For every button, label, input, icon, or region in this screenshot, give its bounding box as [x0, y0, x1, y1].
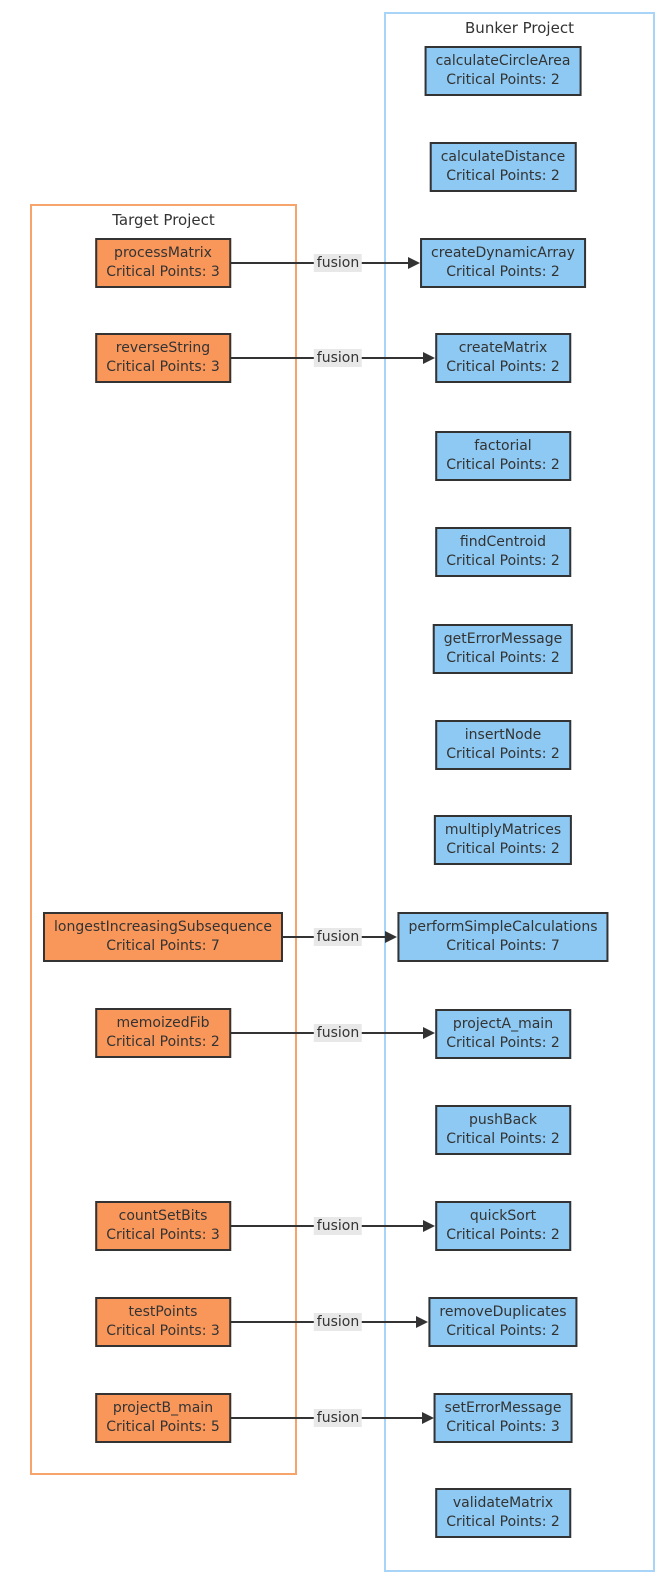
node-critical-points: Critical Points: 2 [446, 72, 560, 88]
fusion-edge-label: fusion [313, 1409, 363, 1427]
node-critical-points: Critical Points: 2 [446, 1131, 560, 1147]
node-label: removeDuplicates [439, 1304, 567, 1320]
node-critical-points: Critical Points: 2 [446, 1514, 560, 1530]
bunker-project-container: Bunker Project [384, 12, 655, 1572]
node-label: pushBack [469, 1112, 537, 1128]
node-label: performSimpleCalculations [408, 919, 598, 935]
node-critical-points: Critical Points: 2 [446, 746, 560, 762]
fusion-edge-label: fusion [313, 928, 363, 946]
node-label: longestIncreasingSubsequence [53, 919, 273, 935]
node-label: findCentroid [459, 534, 547, 550]
arrowhead-icon [423, 1219, 436, 1232]
node-label: multiplyMatrices [444, 822, 562, 838]
node-label: validateMatrix [452, 1495, 554, 1511]
node-critical-points: Critical Points: 2 [106, 1034, 220, 1050]
fusion-edge-label: fusion [313, 349, 363, 367]
node-label: createMatrix [458, 340, 548, 356]
target-project-title: Target Project [112, 211, 215, 229]
node-critical-points: Critical Points: 2 [446, 553, 560, 569]
node-critical-points: Critical Points: 2 [446, 1035, 560, 1051]
node-label: projectA_main [452, 1016, 554, 1032]
node-label: countSetBits [118, 1208, 208, 1224]
arrowhead-icon [423, 351, 436, 364]
node-label: processMatrix [114, 245, 212, 261]
node-label: setErrorMessage [444, 1400, 562, 1416]
arrowhead-icon [423, 1026, 436, 1039]
node-label: memoizedFib [116, 1015, 210, 1031]
node-label: quickSort [469, 1208, 537, 1224]
node-label: reverseString [115, 340, 211, 356]
target-project-container: Target Project [30, 204, 297, 1475]
fusion-edge-label: fusion [313, 254, 363, 272]
arrowhead-icon [421, 1411, 434, 1424]
node-critical-points: Critical Points: 3 [106, 359, 220, 375]
node-critical-points: Critical Points: 2 [446, 1227, 560, 1243]
fusion-edge-label: fusion [313, 1024, 363, 1042]
node-label: projectB_main [112, 1400, 214, 1416]
node-label: calculateDistance [440, 149, 566, 165]
node-label: testPoints [128, 1304, 198, 1320]
fusion-edge-label: fusion [313, 1217, 363, 1235]
node-critical-points: Critical Points: 2 [446, 457, 560, 473]
node-critical-points: Critical Points: 3 [106, 1323, 220, 1339]
arrowhead-icon [416, 1315, 429, 1328]
node-critical-points: Critical Points: 3 [106, 264, 220, 280]
node-critical-points: Critical Points: 2 [446, 264, 560, 280]
node-critical-points: Critical Points: 2 [446, 650, 560, 666]
node-critical-points: Critical Points: 3 [446, 1419, 560, 1435]
node-critical-points: Critical Points: 2 [446, 359, 560, 375]
node-critical-points: Critical Points: 3 [106, 1227, 220, 1243]
node-label: insertNode [464, 727, 542, 743]
node-critical-points: Critical Points: 7 [446, 938, 560, 954]
node-label: calculateCircleArea [435, 53, 571, 69]
fusion-edge-label: fusion [313, 1313, 363, 1331]
node-critical-points: Critical Points: 7 [106, 938, 220, 954]
node-critical-points: Critical Points: 2 [446, 1323, 560, 1339]
arrowhead-icon [385, 930, 398, 943]
node-label: createDynamicArray [431, 245, 575, 261]
node-label: factorial [474, 438, 532, 454]
node-critical-points: Critical Points: 2 [446, 841, 560, 857]
node-label: getErrorMessage [443, 631, 563, 647]
arrowhead-icon [408, 256, 421, 269]
node-critical-points: Critical Points: 5 [106, 1419, 220, 1435]
bunker-project-title: Bunker Project [465, 19, 574, 37]
node-critical-points: Critical Points: 2 [446, 168, 560, 184]
